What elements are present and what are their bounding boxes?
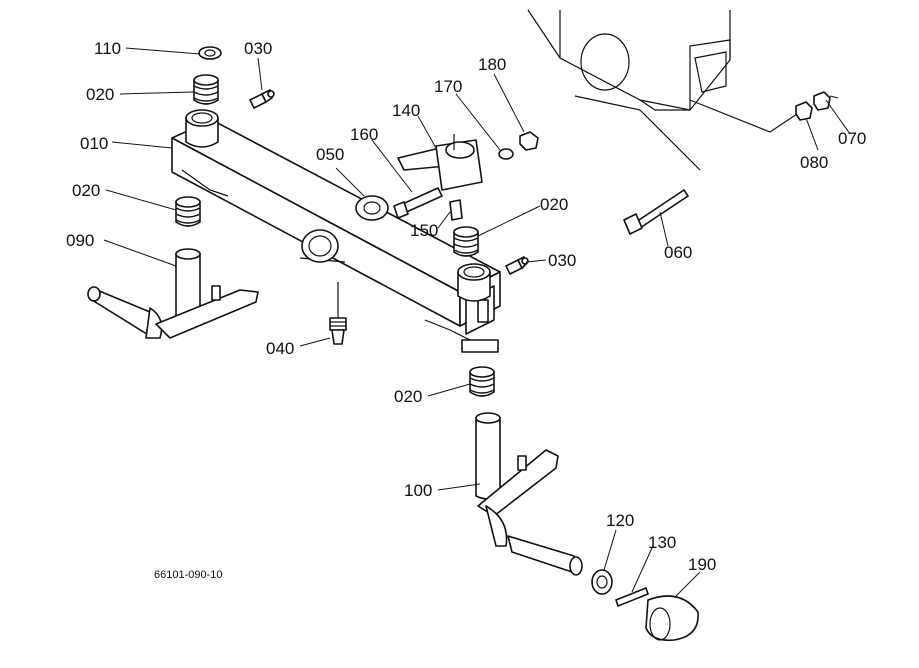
callout-090: 090 — [66, 231, 94, 250]
callout-030-right: 030 — [548, 251, 576, 270]
left-spindle — [87, 248, 259, 339]
thrust-washer — [355, 195, 389, 221]
callout-030-upper: 030 — [244, 39, 272, 58]
bushing-lower-right — [469, 366, 495, 397]
right-kingpin-boss — [457, 263, 491, 302]
spindle-washer — [591, 569, 613, 595]
callout-100: 100 — [404, 481, 432, 500]
callout-180: 180 — [478, 55, 506, 74]
left-kingpin-boss — [185, 109, 219, 148]
callout-labels: 110 030 020 010 020 090 050 160 140 170 … — [66, 39, 866, 574]
bushing-lower-left — [175, 196, 201, 227]
callout-060: 060 — [664, 243, 692, 262]
leader-lines — [103, 47, 851, 597]
pivot-boss — [301, 229, 339, 263]
nut-070 — [813, 91, 831, 111]
callout-020-upper-left: 020 — [86, 85, 114, 104]
right-spindle — [475, 412, 583, 576]
callout-140: 140 — [392, 101, 420, 120]
nut-080 — [795, 101, 813, 121]
grease-nipple-center — [329, 317, 347, 345]
callout-010: 010 — [80, 134, 108, 153]
callout-190: 190 — [688, 555, 716, 574]
tractor-frame — [527, 9, 801, 171]
callout-120: 120 — [606, 511, 634, 530]
callout-170: 170 — [434, 77, 462, 96]
grease-nipple-right — [505, 256, 529, 275]
drawing-code: 66101-090-10 — [154, 569, 223, 581]
callout-110: 110 — [94, 39, 121, 58]
callout-070: 070 — [838, 129, 866, 148]
callout-040: 040 — [266, 339, 294, 358]
hex-nut — [519, 131, 539, 151]
callout-020-upper-right: 020 — [540, 195, 568, 214]
long-bolt — [623, 189, 689, 235]
cotter-pin — [615, 587, 649, 607]
callout-020-lower-right: 020 — [394, 387, 422, 406]
callout-050: 050 — [316, 145, 344, 164]
bushing-upper-left — [193, 74, 219, 105]
pivot-bracket — [397, 134, 483, 191]
bushing-upper-right — [453, 226, 479, 257]
hub-cap — [645, 595, 699, 642]
lock-washer — [498, 148, 514, 160]
callout-020-lower-left: 020 — [72, 181, 100, 200]
callout-080: 080 — [800, 153, 828, 172]
pin — [449, 199, 463, 221]
callout-150: 150 — [410, 221, 438, 240]
callout-130: 130 — [648, 533, 676, 552]
cap-washer — [198, 46, 222, 60]
grease-nipple-left — [249, 89, 275, 109]
clamp-bolt — [393, 187, 443, 219]
callout-160: 160 — [350, 125, 378, 144]
